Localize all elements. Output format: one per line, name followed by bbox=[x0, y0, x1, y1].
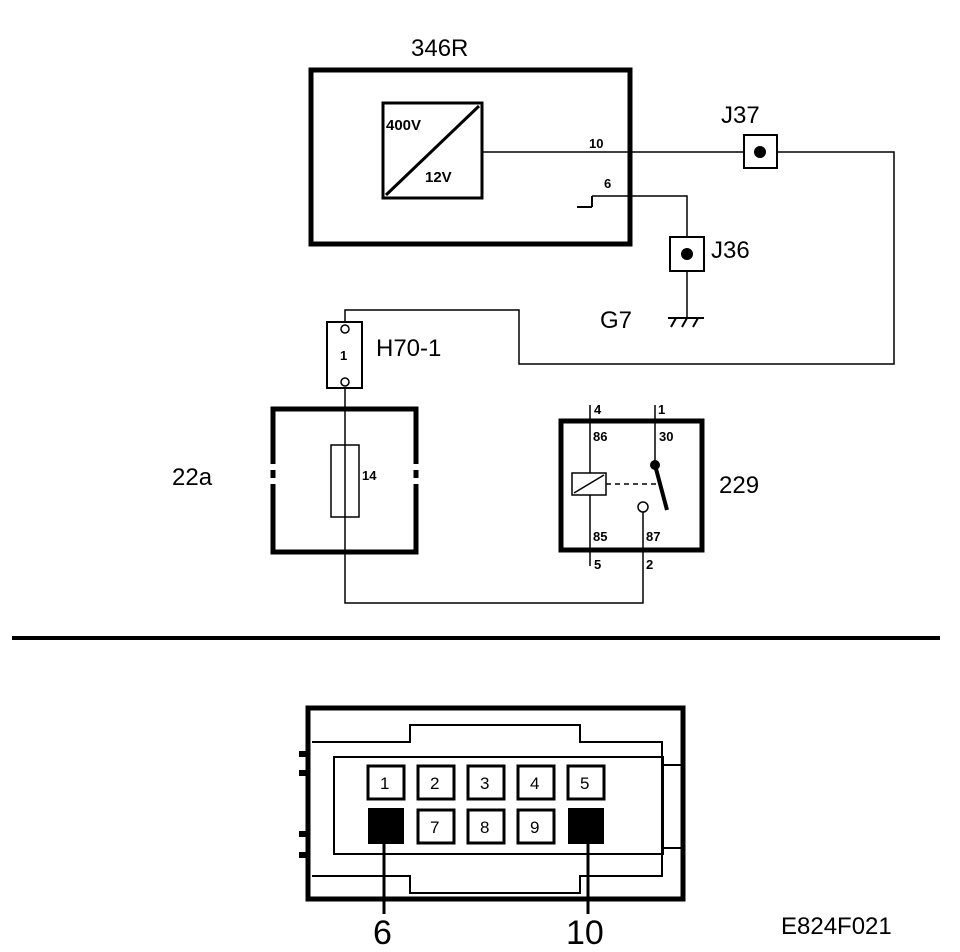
relay-pin-5: 5 bbox=[594, 557, 601, 572]
converter-ground-symbol bbox=[577, 196, 593, 208]
converter-input-voltage: 400V bbox=[386, 117, 421, 134]
cavity-3 bbox=[466, 764, 506, 801]
connector-h70-1 bbox=[326, 321, 363, 389]
cavity-7 bbox=[416, 808, 456, 845]
cavity-9 bbox=[516, 808, 556, 845]
cavity-label-1: 1 bbox=[380, 774, 389, 793]
ground-g7-symbol bbox=[668, 317, 704, 328]
junction-j36 bbox=[669, 236, 705, 272]
fuse-box-label: 22a bbox=[172, 464, 213, 491]
relay-229 bbox=[558, 405, 705, 566]
cavity-label-8: 8 bbox=[480, 818, 489, 837]
cavity-label-2: 2 bbox=[430, 774, 439, 793]
converter-pin-6: 6 bbox=[604, 176, 611, 191]
cavity-label-3: 3 bbox=[480, 774, 489, 793]
cavity-4 bbox=[516, 764, 556, 801]
relay-term-87: 87 bbox=[646, 529, 660, 544]
converter-label: 346R bbox=[411, 35, 468, 62]
fuse-number: 14 bbox=[362, 468, 377, 483]
relay-term-86: 86 bbox=[593, 429, 607, 444]
connector-h70-label: H70-1 bbox=[376, 335, 441, 362]
connector-face-view bbox=[299, 705, 686, 902]
cavity-label-9: 9 bbox=[530, 818, 539, 837]
ground-g7-label: G7 bbox=[600, 307, 632, 334]
junction-j37-label: J37 bbox=[721, 102, 760, 129]
relay-pin-2: 2 bbox=[646, 557, 653, 572]
callout-label-10: 10 bbox=[566, 914, 604, 952]
cavity-2 bbox=[416, 764, 456, 801]
converter-output-voltage: 12V bbox=[425, 169, 452, 186]
relay-label: 229 bbox=[719, 472, 759, 499]
connector-h70-pin: 1 bbox=[340, 348, 347, 363]
relay-term-30: 30 bbox=[659, 429, 673, 444]
converter-346r bbox=[308, 67, 633, 247]
callout-label-6: 6 bbox=[373, 914, 392, 952]
wiring bbox=[344, 151, 895, 604]
relay-pin-1: 1 bbox=[658, 402, 665, 417]
junction-j37 bbox=[743, 134, 778, 169]
converter-pin-10: 10 bbox=[589, 136, 603, 151]
cavity-label-4: 4 bbox=[530, 774, 539, 793]
junction-j36-label: J36 bbox=[711, 237, 750, 264]
cavity-1 bbox=[366, 764, 406, 801]
cavity-5 bbox=[566, 764, 606, 801]
cavity-8 bbox=[466, 808, 506, 845]
cavity-label-7: 7 bbox=[430, 818, 439, 837]
cavity-10-occupied bbox=[568, 808, 604, 844]
relay-term-85: 85 bbox=[593, 529, 607, 544]
relay-pin-4: 4 bbox=[594, 402, 602, 417]
cavity-6-occupied bbox=[368, 808, 404, 844]
fuse-box-22a bbox=[270, 406, 419, 555]
cavity-label-5: 5 bbox=[580, 774, 589, 793]
figure-id: E824F021 bbox=[781, 913, 892, 940]
